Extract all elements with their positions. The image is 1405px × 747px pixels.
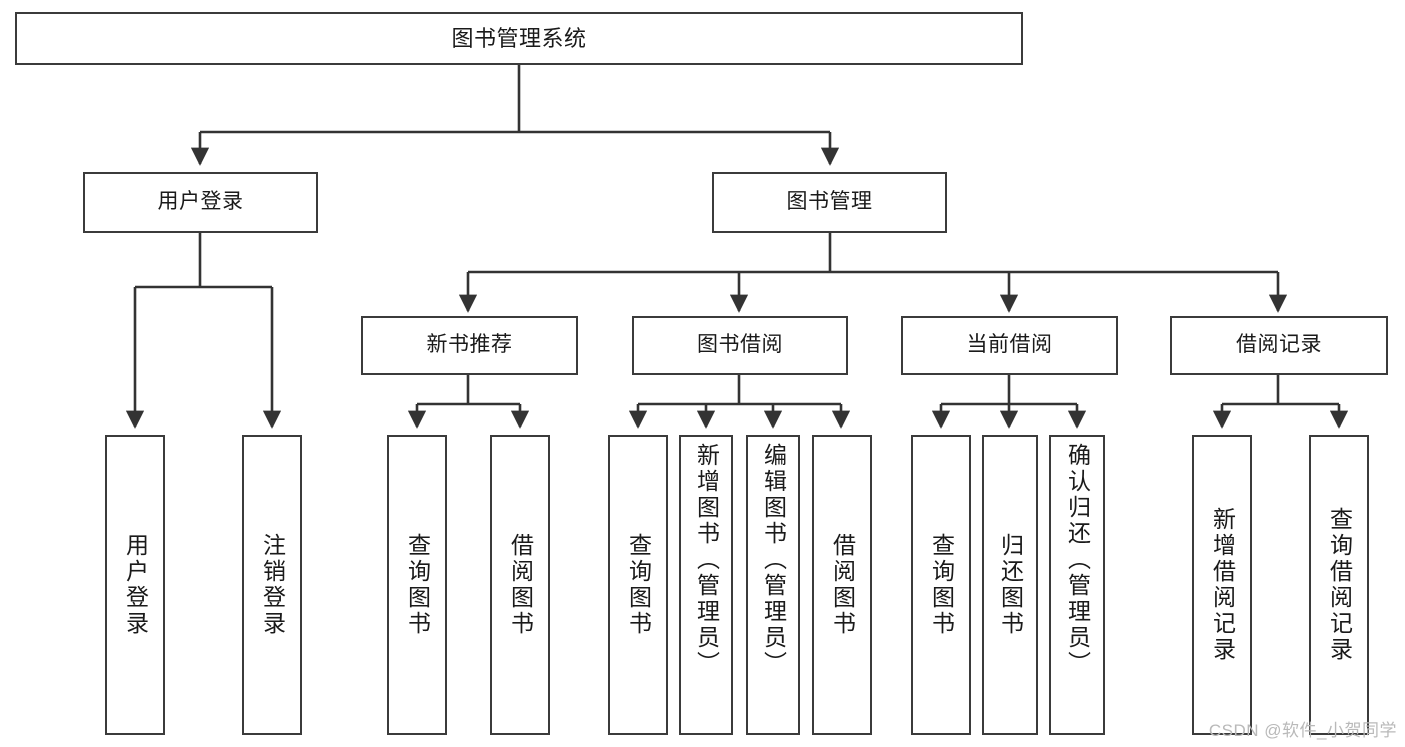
leaf-borrow-book-recommend[interactable]: 借阅图书 <box>490 435 550 735</box>
node-new-book-recommend[interactable]: 新书推荐 <box>361 316 578 375</box>
node-label: 借阅图书 <box>507 533 534 637</box>
leaf-add-borrow-record[interactable]: 新增借阅记录 <box>1192 435 1252 735</box>
node-label: 注销登录 <box>259 533 286 637</box>
leaf-user-login[interactable]: 用户登录 <box>105 435 165 735</box>
node-label: 确认归还（管理员） <box>1064 443 1091 677</box>
node-label: 图书管理系统 <box>451 25 587 51</box>
leaf-confirm-return[interactable]: 确认归还（管理员） <box>1049 435 1105 735</box>
node-label: 归还图书 <box>997 533 1024 637</box>
node-label: 查询图书 <box>625 533 652 637</box>
leaf-return-book[interactable]: 归还图书 <box>982 435 1038 735</box>
leaf-query-book-current[interactable]: 查询图书 <box>911 435 971 735</box>
leaf-borrow-book[interactable]: 借阅图书 <box>812 435 872 735</box>
leaf-add-book[interactable]: 新增图书（管理员） <box>679 435 733 735</box>
node-label: 新增图书（管理员） <box>693 443 720 677</box>
node-root-system[interactable]: 图书管理系统 <box>15 12 1023 65</box>
node-label: 查询图书 <box>404 533 431 637</box>
node-book-management[interactable]: 图书管理 <box>712 172 947 233</box>
leaf-logout-login[interactable]: 注销登录 <box>242 435 302 735</box>
node-label: 编辑图书（管理员） <box>760 443 787 677</box>
node-label: 查询图书 <box>928 533 955 637</box>
watermark-text: CSDN @软件_小贺同学 <box>1208 721 1397 740</box>
node-label: 借阅记录 <box>1236 333 1322 357</box>
node-book-borrow[interactable]: 图书借阅 <box>632 316 848 375</box>
node-borrow-record[interactable]: 借阅记录 <box>1170 316 1388 375</box>
node-label: 当前借阅 <box>966 333 1053 357</box>
node-label: 新增借阅记录 <box>1209 507 1236 663</box>
leaf-edit-book[interactable]: 编辑图书（管理员） <box>746 435 800 735</box>
leaf-query-borrow-record[interactable]: 查询借阅记录 <box>1309 435 1369 735</box>
node-label: 借阅图书 <box>829 533 856 637</box>
node-label: 查询借阅记录 <box>1326 507 1353 663</box>
node-label: 新书推荐 <box>426 333 513 357</box>
node-label: 图书管理 <box>786 190 873 214</box>
leaf-query-book-recommend[interactable]: 查询图书 <box>387 435 447 735</box>
node-user-login[interactable]: 用户登录 <box>83 172 318 233</box>
node-label: 用户登录 <box>157 190 244 214</box>
node-label: 图书借阅 <box>697 333 783 357</box>
leaf-query-book-borrow[interactable]: 查询图书 <box>608 435 668 735</box>
node-label: 用户登录 <box>122 533 149 637</box>
node-current-borrow[interactable]: 当前借阅 <box>901 316 1118 375</box>
